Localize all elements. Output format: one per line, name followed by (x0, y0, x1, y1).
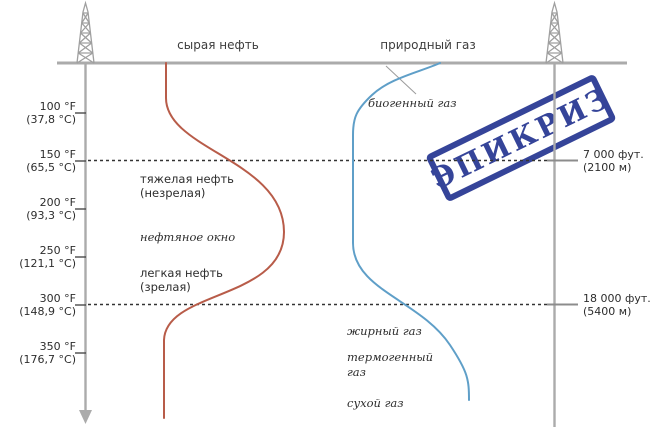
right-derrick-icon (545, 2, 564, 64)
dry-gas-label: сухой газ (347, 396, 404, 410)
depth-label-18000ft: 18 000 фут. (5400 м) (583, 292, 650, 318)
depth-m: (5400 м) (583, 305, 632, 318)
temperature-axis (75, 63, 92, 424)
temperature-ticks (75, 112, 86, 354)
temp-c: (121,1 °C) (19, 257, 76, 270)
temp-label-200f: 200 °F (93,3 °C) (0, 196, 76, 222)
wet-gas-label: жирный газ (347, 324, 422, 338)
depth-m: (2100 м) (583, 161, 632, 174)
temp-label-350f: 350 °F (176,7 °C) (0, 340, 76, 366)
temp-c: (176,7 °C) (19, 353, 76, 366)
crude-oil-title: сырая нефть (177, 38, 259, 52)
biogenic-gas-leader-line (385, 65, 417, 95)
temp-f: 200 °F (39, 196, 76, 209)
temp-c: (148,9 °C) (19, 305, 76, 318)
temp-label-250f: 250 °F (121,1 °C) (0, 244, 76, 270)
temp-c: (93,3 °C) (26, 209, 76, 222)
temp-f: 250 °F (39, 244, 76, 257)
temp-c: (65,5 °C) (26, 161, 76, 174)
temp-label-150f: 150 °F (65,5 °C) (0, 148, 76, 174)
temp-f: 350 °F (39, 340, 76, 353)
biogenic-gas-label: биогенный газ (368, 96, 457, 110)
left-derrick-icon (76, 2, 95, 64)
temp-c: (37,8 °C) (26, 113, 76, 126)
depth-label-7000ft: 7 000 фут. (2100 м) (583, 148, 650, 174)
axis-arrow-icon (79, 410, 92, 424)
oil-window-label: нефтяное окно (140, 230, 236, 244)
natural-gas-title: природный газ (380, 38, 476, 52)
thermogenic-gas-label: термогенный газ (347, 350, 434, 379)
heavy-oil-label: тяжелая нефть (незрелая) (140, 172, 234, 200)
temp-label-300f: 300 °F (148,9 °C) (0, 292, 76, 318)
depth-ft: 7 000 фут. (583, 148, 644, 161)
temp-f: 150 °F (39, 148, 76, 161)
temp-label-100f: 100 °F (37,8 °C) (0, 100, 76, 126)
temp-f: 100 °F (39, 100, 76, 113)
light-oil-label: легкая нефть (зрелая) (140, 266, 223, 294)
depth-ft: 18 000 фут. (583, 292, 650, 305)
watermark-stamp: ЭПИКРИЗ (425, 73, 617, 203)
temp-f: 300 °F (39, 292, 76, 305)
